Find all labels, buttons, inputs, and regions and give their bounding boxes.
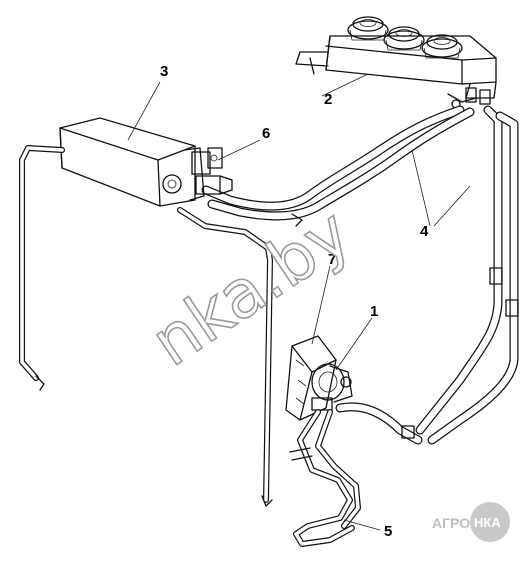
callout-5: 5 [384,523,392,540]
compressor-bracket [285,335,337,421]
condenser-fan-right [421,34,463,59]
condenser-fittings [451,87,491,109]
condenser-fan-middle [383,26,425,51]
agronka-logo: АГРО НКА [432,502,510,542]
callout-2: 2 [324,91,332,108]
leader-lines [127,73,471,531]
callout-3: 3 [160,63,168,80]
evaporator-box [59,117,205,207]
callout-4: 4 [420,223,429,240]
compressor [311,363,353,411]
callout-7: 7 [328,251,336,268]
expansion-valve [191,147,233,195]
drain-hoses [19,145,273,507]
compressor-hoses [289,402,423,547]
callout-1: 1 [370,303,378,320]
callout-6: 6 [262,125,270,142]
refrigerant-lines [201,105,519,445]
condenser-unit [295,16,497,109]
condenser-fan-left [347,16,389,41]
logo-text-right: НКА [474,515,501,530]
logo-text-left: АГРО [432,515,470,531]
